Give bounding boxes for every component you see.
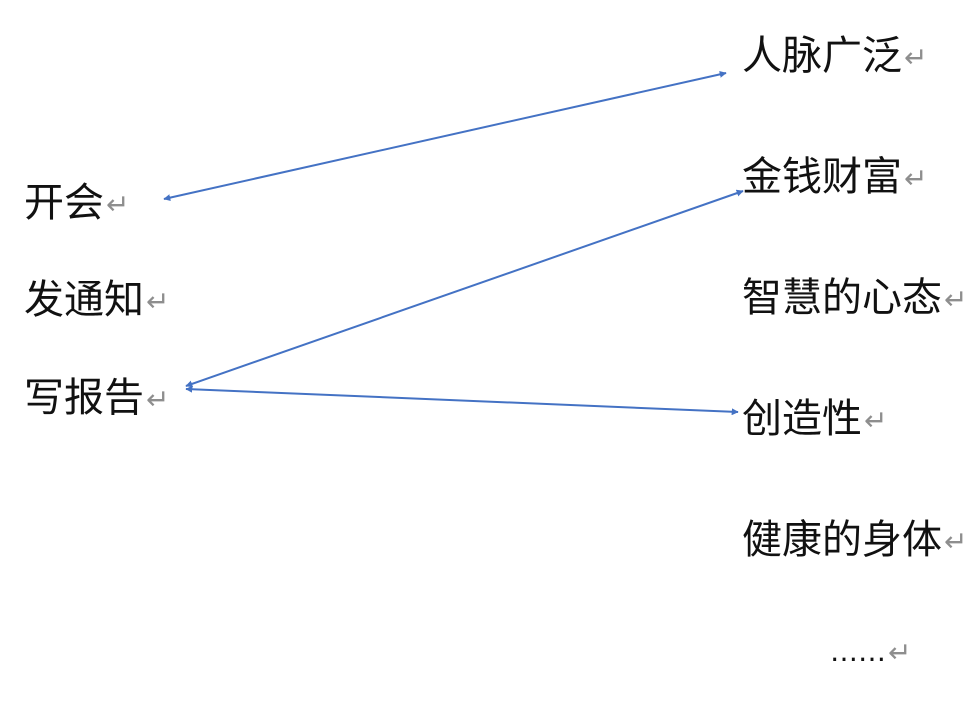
right-item-label: 智慧的心态 [742, 275, 942, 321]
connector-arrow-report-wealth [185, 189, 744, 388]
left-item-label: 发通知 [24, 277, 144, 323]
connector-arrow-meeting-network [163, 70, 727, 202]
right-item-label: 健康的身体 [742, 517, 942, 563]
left-item-notice: 发通知↵ [24, 280, 169, 320]
left-item-report: 写报告↵ [24, 378, 169, 418]
paragraph-mark-icon: ↵ [944, 283, 968, 316]
right-item-creativity: 创造性↵ [742, 399, 887, 439]
paragraph-mark-icon: ↵ [146, 383, 170, 416]
paragraph-mark-icon: ↵ [904, 41, 928, 74]
left-item-label: 写报告 [24, 375, 144, 421]
paragraph-mark-icon: ↵ [904, 162, 928, 195]
paragraph-mark-icon: ↵ [944, 525, 968, 558]
right-item-mindset: 智慧的心态↵ [742, 278, 967, 318]
right-item-wealth: 金钱财富↵ [742, 157, 927, 197]
left-item-meeting: 开会↵ [24, 183, 129, 223]
left-item-label: 开会 [24, 180, 104, 226]
right-item-ellipsis: ……↵ [830, 638, 911, 667]
right-item-label: …… [830, 635, 886, 668]
paragraph-mark-icon: ↵ [864, 404, 888, 437]
connector-arrow-report-creativity [185, 385, 739, 416]
right-item-network: 人脉广泛↵ [742, 36, 927, 76]
right-item-label: 金钱财富 [742, 154, 902, 200]
right-item-label: 人脉广泛 [742, 33, 902, 79]
paragraph-mark-icon: ↵ [106, 188, 130, 221]
right-item-label: 创造性 [742, 396, 862, 442]
paragraph-mark-icon: ↵ [146, 285, 170, 318]
paragraph-mark-icon: ↵ [888, 636, 912, 669]
right-item-health: 健康的身体↵ [742, 520, 967, 560]
